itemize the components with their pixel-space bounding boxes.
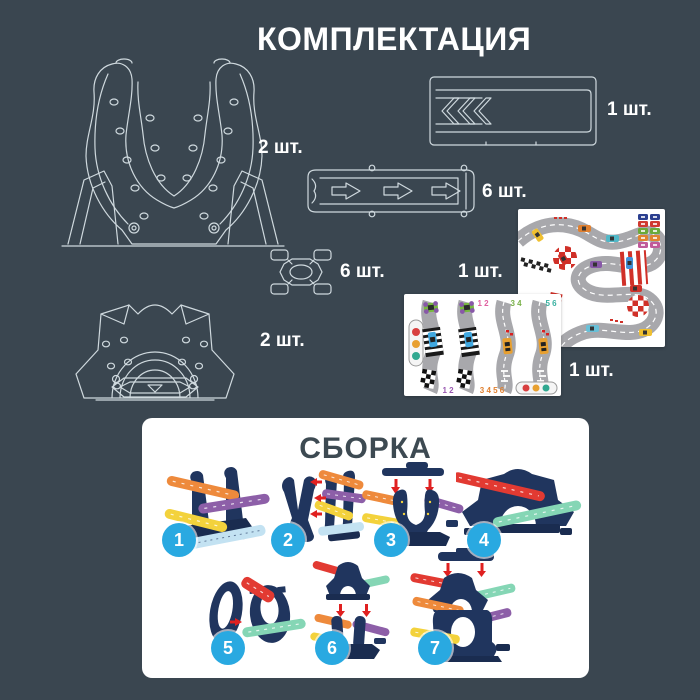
assembly-step-5-art [209, 576, 306, 643]
launcher-qty: 1 шт. [607, 99, 652, 120]
step-1-badge: 1 [162, 523, 196, 557]
assembly-step-2-art [282, 470, 366, 542]
step-3-badge: 3 [374, 523, 408, 557]
page-title: КОМПЛЕКТАЦИЯ [257, 21, 532, 57]
sticker-numbers-bottom-1: 1 2 [442, 386, 454, 395]
zebra-strips [419, 299, 480, 395]
step-6-badge: 6 [315, 631, 349, 665]
step-5-badge: 5 [211, 631, 245, 665]
road-strips [495, 299, 552, 395]
car-drawing [270, 249, 332, 295]
sticker-sheet-strips-qty: 1 шт. [569, 360, 614, 381]
car-qty: 6 шт. [340, 261, 385, 282]
u-support-drawing [61, 58, 285, 247]
launcher-drawing [429, 76, 597, 146]
assembly-panel: СБОРКА [142, 418, 589, 678]
car-sticker-rows [638, 214, 660, 248]
step-4-badge: 4 [467, 523, 501, 557]
assembly-title: СБОРКА [299, 432, 432, 465]
sticker-numbers-top-1: 1 2 [477, 299, 489, 308]
straight-track-drawing [307, 164, 475, 218]
straight-track-qty: 6 шт. [482, 181, 527, 202]
sticker-sheet-strips: 1 2 3 4 5 6 1 2 3 4 5 6 [404, 294, 561, 396]
sticker-sheet-track-art [518, 214, 665, 347]
assembly-step-4-art [456, 469, 582, 535]
step-2-badge: 2 [271, 523, 305, 557]
sticker-numbers-bottom-2: 3 4 5 6 [480, 386, 505, 395]
sticker-sheet-track-qty: 1 шт. [458, 261, 503, 282]
sticker-numbers-top-3: 5 6 [545, 299, 557, 308]
arch-support-drawing [75, 304, 235, 401]
sticker-numbers-top-2: 3 4 [510, 299, 522, 308]
step-7-badge: 7 [418, 631, 452, 665]
sticker-sheet-strips-art: 1 2 3 4 5 6 1 2 3 4 5 6 [408, 299, 558, 395]
u-support-qty: 2 шт. [258, 137, 303, 158]
assembly-step-1-art [164, 467, 270, 550]
arch-support-qty: 2 шт. [260, 330, 305, 351]
